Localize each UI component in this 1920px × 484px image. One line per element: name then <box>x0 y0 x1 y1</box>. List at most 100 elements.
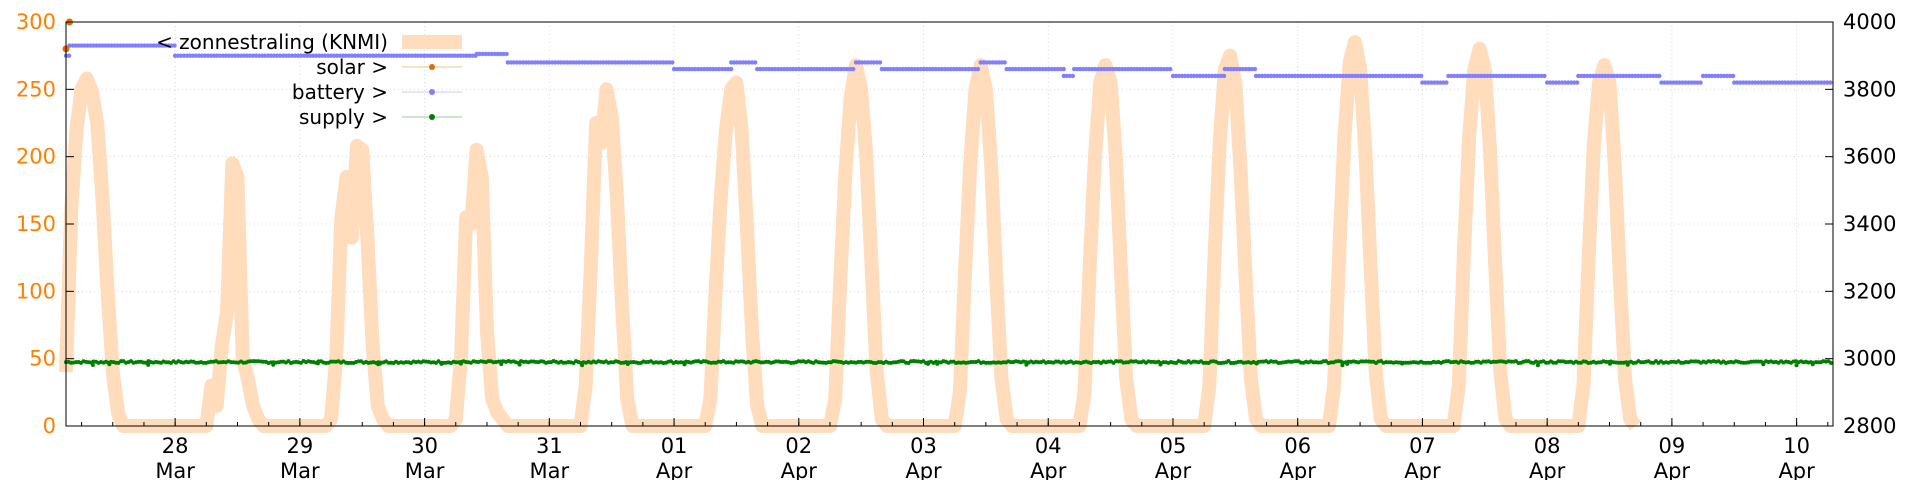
supply-point <box>146 362 151 367</box>
supply-point <box>1761 362 1766 367</box>
supply-point <box>1345 361 1350 366</box>
x-tick-label-month: Apr <box>1778 459 1815 480</box>
legend-swatch-point <box>429 114 435 120</box>
y-left-tick-label: 100 <box>16 279 56 303</box>
x-tick-label-month: Apr <box>905 459 942 480</box>
x-tick-label-day: 31 <box>536 434 563 458</box>
legend-swatch-point <box>429 89 435 95</box>
y-right-tick-label: 3000 <box>1843 347 1896 371</box>
y-right-tick-label: 3800 <box>1843 77 1896 101</box>
x-tick-label-day: 01 <box>661 434 688 458</box>
supply-point <box>682 361 687 366</box>
battery-point <box>975 66 981 72</box>
legend: < zonnestraling (KNMI)solar >battery >su… <box>156 30 462 129</box>
x-tick-label-day: 05 <box>1160 434 1187 458</box>
legend-label: solar > <box>316 55 388 79</box>
series-battery <box>63 43 1833 85</box>
legend-label: battery > <box>292 80 388 104</box>
battery-point <box>1575 80 1580 85</box>
x-tick-label-month: Apr <box>1654 459 1691 480</box>
supply-point <box>935 361 940 366</box>
y-left-tick-label: 0 <box>43 414 56 438</box>
x-tick-label-day: 29 <box>287 434 314 458</box>
x-tick-label-day: 03 <box>910 434 937 458</box>
supply-point <box>517 362 522 367</box>
axes-layer: 0501001502002503002800300032003400360038… <box>16 10 1897 483</box>
battery-point <box>172 43 177 48</box>
supply-point <box>1254 361 1259 366</box>
y-right-tick-label: 3200 <box>1843 279 1896 303</box>
battery-point <box>1002 60 1007 65</box>
x-tick-label-day: 08 <box>1534 434 1561 458</box>
x-tick-label-day: 06 <box>1284 434 1311 458</box>
supply-point <box>1829 361 1833 365</box>
supply-point <box>1810 362 1815 367</box>
x-tick-label-month: Apr <box>1529 459 1566 480</box>
x-tick-label-month: Apr <box>1404 459 1441 480</box>
supply-point <box>90 363 95 367</box>
y-right-tick-label: 3600 <box>1843 145 1896 169</box>
x-tick-label-day: 02 <box>785 434 812 458</box>
battery-point <box>851 66 856 72</box>
battery-point <box>1070 73 1076 79</box>
x-tick-label-month: Apr <box>1280 459 1317 480</box>
y-left-tick-label: 200 <box>16 145 56 169</box>
x-tick-label-day: 07 <box>1409 434 1436 458</box>
supply-point <box>1625 362 1630 367</box>
x-tick-label-month: Apr <box>1030 459 1067 480</box>
supply-point <box>271 362 276 367</box>
x-tick-label-day: 09 <box>1659 434 1686 458</box>
supply-point <box>1158 362 1163 367</box>
y-left-tick-label: 250 <box>16 77 56 101</box>
battery-point <box>753 60 758 65</box>
supply-point <box>376 362 381 367</box>
x-tick-label-month: Mar <box>155 459 195 480</box>
supply-point <box>625 362 630 366</box>
battery-point <box>670 60 675 65</box>
battery-point <box>504 51 509 57</box>
legend-label: < zonnestraling (KNMI) <box>156 30 388 54</box>
legend-label: supply > <box>299 105 388 129</box>
supply-point <box>107 362 112 367</box>
supply-point <box>926 361 930 366</box>
x-tick-label-day: 10 <box>1783 434 1810 458</box>
supply-point <box>1024 361 1029 366</box>
y-left-tick-label: 300 <box>16 10 56 34</box>
x-tick-label-day: 04 <box>1035 434 1062 458</box>
supply-point <box>1400 361 1405 366</box>
series-layer <box>59 18 1833 433</box>
supply-point <box>1794 363 1799 368</box>
x-tick-label-day: 28 <box>162 434 189 458</box>
battery-point <box>1542 73 1547 79</box>
battery-point <box>1061 66 1066 72</box>
y-left-tick-label: 150 <box>16 212 56 236</box>
legend-swatch-point <box>429 64 435 70</box>
battery-point <box>1252 66 1258 72</box>
supply-point <box>1535 363 1540 368</box>
supply-point <box>499 362 504 367</box>
supply-point <box>315 361 320 366</box>
grid-lines <box>66 22 1833 426</box>
supply-point <box>1340 363 1345 368</box>
x-tick-label-day: 30 <box>411 434 438 458</box>
series-supply <box>64 359 1833 368</box>
battery-point <box>728 66 734 72</box>
battery-point <box>1168 66 1173 72</box>
battery-point <box>1698 80 1703 85</box>
x-tick-label-month: Apr <box>781 459 818 480</box>
y-right-tick-label: 4000 <box>1843 10 1896 34</box>
battery-point <box>1221 73 1227 79</box>
battery-point <box>1418 73 1424 79</box>
x-tick-label-month: Mar <box>405 459 445 480</box>
y-right-tick-label: 2800 <box>1843 414 1896 438</box>
battery-point <box>66 53 72 58</box>
supply-point <box>458 361 463 366</box>
x-tick-label-month: Mar <box>530 459 570 480</box>
battery-point <box>1657 73 1662 79</box>
battery-point <box>1828 80 1833 85</box>
battery-point <box>877 60 883 65</box>
x-tick-label-month: Apr <box>1155 459 1192 480</box>
series-zonnestraling-line <box>59 35 1642 433</box>
